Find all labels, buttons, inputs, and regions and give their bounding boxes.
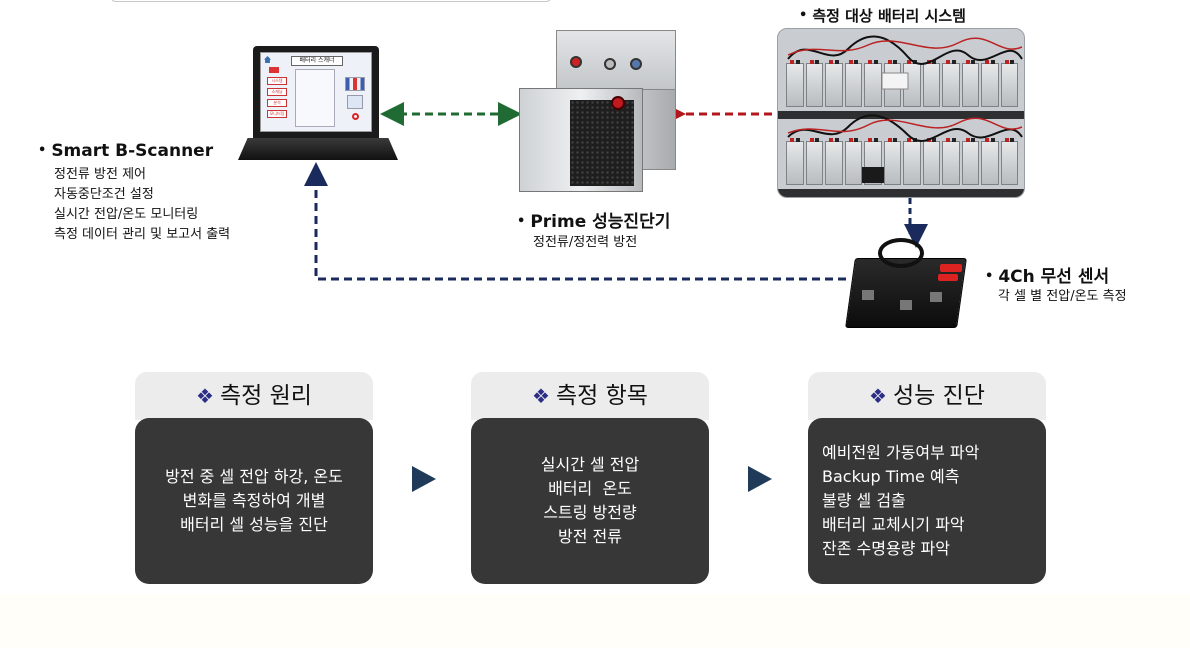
screen-menu-item: 시스템: [267, 77, 287, 85]
sensor-port-icon: [930, 292, 942, 302]
sensor-title: •4Ch 무선 센서: [985, 267, 1110, 287]
laptop-title-text: Smart B-Scanner: [51, 141, 214, 161]
diamond-icon: ❖: [196, 384, 214, 408]
device-title: •Prime 성능진단기: [517, 212, 671, 232]
panel-line: 변화를 측정하여 개별: [182, 491, 326, 510]
screen-panel: [295, 69, 335, 127]
screen-logo-icon: [269, 67, 279, 73]
screen-menu-item: 분석: [267, 99, 287, 107]
panel-items-body: 실시간 셀 전압 배터리 온도 스트링 방전량 방전 전류: [471, 418, 709, 584]
sensor-port-icon: [862, 290, 874, 300]
device-feature: 정전류/정전력 방전: [533, 235, 638, 250]
sensor-feature: 각 셀 별 전압/온도 측정: [998, 289, 1127, 304]
panel-line: 배터리 셀 성능을 진단: [180, 515, 328, 534]
panel-diagnosis-header: ❖성능 진단: [808, 372, 1046, 420]
panel-line: 배터리 교체시기 파악: [822, 515, 965, 534]
laptop-screen: 배터리 스캐너 시스템 스캐닝 분석 모니터링: [260, 52, 372, 132]
battery-wires: [787, 35, 1023, 183]
battery-shelf: [778, 111, 1024, 119]
device-red-knob-icon: [570, 56, 582, 68]
diamond-icon: ❖: [532, 384, 550, 408]
diamond-icon: ❖: [869, 384, 887, 408]
flow-arrow-icon: [412, 466, 436, 492]
panel-line: 예비전원 가동여부 파악: [822, 443, 980, 462]
laptop-feature: 측정 데이터 관리 및 보고서 출력: [54, 227, 231, 242]
panel-diagnosis-title: 성능 진단: [892, 383, 985, 409]
screen-menu-item: 스캐닝: [267, 88, 287, 96]
screen-menu-item: 모니터링: [267, 110, 287, 118]
panel-line: 불량 셀 검출: [822, 491, 906, 510]
panel-line: Backup Time 예측: [822, 467, 960, 486]
sensor-cable-icon: [878, 238, 924, 268]
device-title-text: Prime 성능진단기: [530, 212, 671, 232]
device-feature-list: 정전류/정전력 방전: [533, 233, 637, 253]
sensor-feature-list: 각 셀 별 전압/온도 측정: [998, 287, 1127, 307]
sensor-laptop-link: [304, 162, 846, 281]
battery-title: •측정 대상 배터리 시스템: [799, 7, 966, 25]
panel-items-header: ❖측정 항목: [471, 372, 709, 420]
battery-row: [786, 138, 1018, 185]
screen-search-icon: [347, 95, 363, 109]
sensor-port-icon: [900, 300, 912, 310]
laptop-feature-list: 정전류 방전 제어 자동중단조건 설정 실시간 전압/온도 모니터링 측정 데이…: [54, 165, 230, 245]
device-knob-icon: [630, 58, 642, 70]
screen-home-icon: [264, 56, 271, 63]
panel-principle-header: ❖측정 원리: [135, 372, 373, 420]
device-power-knob-icon: [611, 96, 625, 110]
panel-line: 실시간 셀 전압: [540, 455, 640, 474]
panel-items-title: 측정 항목: [555, 383, 648, 409]
panel-diagnosis-body: 예비전원 가동여부 파악 Backup Time 예측 불량 셀 검출 배터리 …: [808, 418, 1046, 584]
screen-chart-icon: [345, 77, 365, 91]
panel-principle-body: 방전 중 셀 전압 하강, 온도 변화를 측정하여 개별 배터리 셀 성능을 진…: [135, 418, 373, 584]
laptop-feature: 실시간 전압/온도 모니터링: [54, 207, 199, 222]
device-grill: [570, 100, 634, 186]
panel-principle-title: 측정 원리: [219, 383, 312, 409]
sensor-clip-icon: [940, 264, 962, 272]
panel-line: 스트링 방전량: [543, 503, 637, 522]
panel-line: 방전 전류: [558, 527, 622, 546]
panel-line: 배터리 온도: [548, 479, 632, 498]
battery-title-text: 측정 대상 배터리 시스템: [812, 7, 966, 25]
laptop-title: •Smart B-Scanner: [38, 141, 214, 161]
battery-shelf: [778, 189, 1024, 197]
sensor-title-text: 4Ch 무선 센서: [998, 267, 1110, 287]
laptop-feature: 정전류 방전 제어: [54, 167, 146, 182]
battery-system-photo: [777, 28, 1025, 198]
footer-band: [0, 594, 1190, 648]
screen-title: 배터리 스캐너: [291, 56, 343, 66]
panel-line: 방전 중 셀 전압 하강, 온도: [165, 467, 343, 486]
sensor-clip-icon: [938, 274, 958, 281]
device-knob-icon: [604, 58, 616, 70]
laptop-base: [238, 138, 398, 160]
panel-line: 잔존 수명용량 파악: [822, 539, 950, 558]
screen-power-icon: [352, 113, 359, 120]
laptop-feature: 자동중단조건 설정: [54, 187, 154, 202]
flow-arrow-icon: [748, 466, 772, 492]
